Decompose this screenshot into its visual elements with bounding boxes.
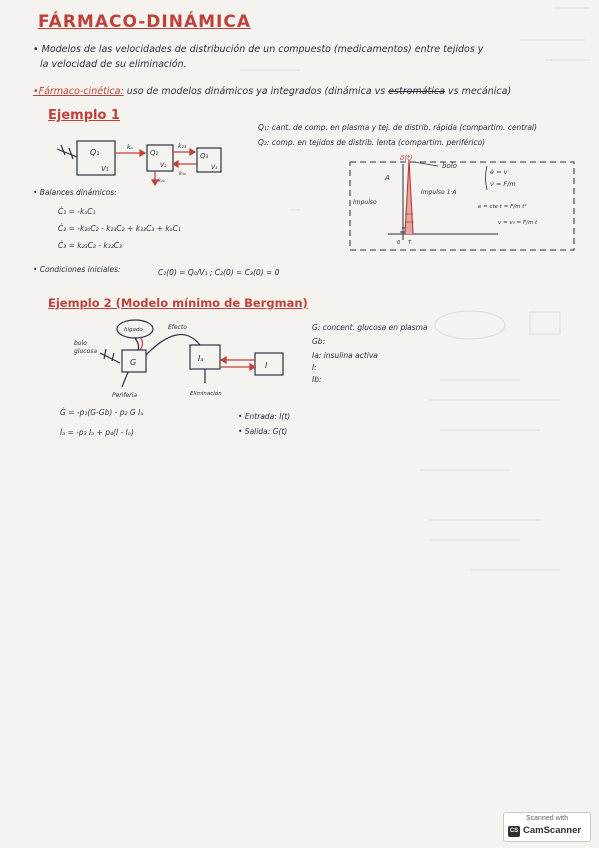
intro-line-1: • Modelos de las velocidades de distribu… [33, 44, 484, 55]
syringe-icon-2 [99, 348, 121, 364]
k32-label: k₃₂ [179, 171, 186, 177]
glucose-box [121, 349, 147, 373]
intro-line-3-end: vs mecánica) [448, 86, 512, 97]
crossed-out-word: estromática [388, 86, 445, 97]
active-insulin-box [189, 344, 221, 370]
scanned-with-label: Scanned with [525, 815, 569, 822]
glucose-label: G [130, 358, 136, 367]
velocity-eq: v = v₀ = F/m t [498, 220, 538, 226]
insulin-label: I [265, 361, 268, 370]
compartment-diagram: Q₁ V₁ Q₂ V₂ Q₃ V₃ kₐ k₂₃ k₃₂ k₂₀ [56, 140, 222, 187]
bolo-glucose-label-1: bolo [74, 340, 87, 347]
ka-label: kₐ [127, 144, 133, 151]
camscanner-badge: Scanned with CS CamScanner [503, 812, 591, 842]
box3-q-label: Q₃ [200, 152, 209, 160]
box2-q-label: Q₂ [150, 149, 159, 157]
glucose-equation: Ġ = -p₁(G-Gb) - p₂ G Iₐ [60, 408, 144, 417]
initial-conditions-eq: C₁(0) = Q₀/V₁ ; C₂(0) = C₃(0) = 0 [158, 268, 280, 277]
balances-label: • Balances dinámicos: [33, 188, 117, 197]
periferia-arrow [121, 371, 129, 388]
initial-conditions-label: • Condiciones iniciales: [33, 265, 121, 274]
syringe-icon [56, 144, 78, 160]
page-title: FÁRMACO-DINÁMICA [38, 12, 251, 32]
intro-line-2: la velocidad de su eliminación. [40, 59, 187, 70]
q2-definition: Q₂: comp. en tejidos de distrib. lenta (… [258, 138, 486, 147]
origin-label: 0 [397, 240, 400, 246]
liver-effect-arrow [139, 336, 144, 351]
box1-v-label: V₁ [101, 165, 109, 173]
example-1-heading: Ejemplo 1 [48, 108, 120, 123]
legend-gb: Gb: [312, 337, 326, 346]
impulse-label: Impulso [353, 199, 377, 206]
system-eq-1: ė = v [490, 168, 508, 176]
pharmacokinetics-term: •Fármaco-cinética: [33, 86, 124, 97]
q1-definition: Q₁: cant. de comp. en plasma y tej. de d… [258, 123, 537, 132]
bergman-diagram: hígado Efecto bolo glucosa G Iₐ I Perife… [74, 319, 284, 399]
active-insulin-label: Iₐ [198, 354, 204, 363]
t-axis-label: T [408, 240, 412, 246]
delta-label: δ(t) [400, 154, 413, 162]
k20-label: k₂₀ [158, 178, 165, 184]
balance-eq-3: Ċ₃ = k₂₃C₂ - k₃₂C₃ [58, 241, 122, 250]
balance-eq-2: Ċ₂ = -k₂₀C₂ - k₂₃C₂ + k₃₂C₃ + kₐC₁ [58, 224, 181, 233]
insulin-equation: İₐ = -p₃ Iₐ + p₄(I - Iₒ) [60, 428, 134, 437]
k23-label: k₂₃ [178, 143, 187, 150]
compartment-box-1 [76, 140, 116, 176]
amplitude-label: A [384, 174, 390, 182]
legend-glucose: G: concent. glucosa en plasma [312, 323, 428, 332]
output-label: • Salida: G(t) [238, 427, 288, 436]
position-eq: e = cte·t = F/m t² [478, 203, 527, 210]
bolo-glucose-label-2: glucosa [74, 348, 97, 355]
camscanner-name: CamScanner [523, 825, 582, 836]
bolo-label: bolo [442, 162, 457, 170]
insulin-box [254, 352, 284, 376]
system-eq-2: v̇ = F/m [490, 180, 516, 188]
legend-ib: Ib: [312, 375, 322, 384]
box3-v-label: V₃ [211, 164, 218, 171]
liver-label: hígado [124, 326, 143, 333]
compartment-box-2 [146, 144, 174, 172]
impulse-spike [404, 159, 414, 235]
intro-line-3-rest: uso de modelos dinámicos ya integrados (… [126, 86, 386, 97]
efecto-arrow [145, 334, 201, 356]
impulse-plot: δ(t) bolo A Impulso Impulso 1·A ė = v v̇… [349, 154, 575, 251]
box1-q-label: Q₁ [90, 148, 100, 157]
camscanner-logo-icon: CS [508, 826, 520, 837]
example-2-heading: Ejemplo 2 (Modelo mínimo de Bergman) [48, 296, 308, 310]
box2-v-label: V₂ [160, 162, 167, 169]
eliminacion-label: Eliminación [190, 390, 222, 397]
legend-insulin: I: [312, 363, 317, 372]
impulse-area-label: Impulso 1·A [421, 189, 456, 196]
input-label: • Entrada: I(t) [238, 412, 291, 421]
legend-active-insulin: Ia: insulina activa [312, 351, 378, 360]
compartment-box-3 [196, 147, 222, 173]
efecto-label: Efecto [168, 324, 187, 331]
bolo-arrow [413, 161, 439, 167]
periferia-label: Periferia [112, 392, 137, 399]
balance-eq-1: Ċ₁ = -kₐC₁ [58, 207, 96, 216]
intro-line-3: •Fármaco-cinética: uso de modelos dinámi… [33, 86, 511, 97]
